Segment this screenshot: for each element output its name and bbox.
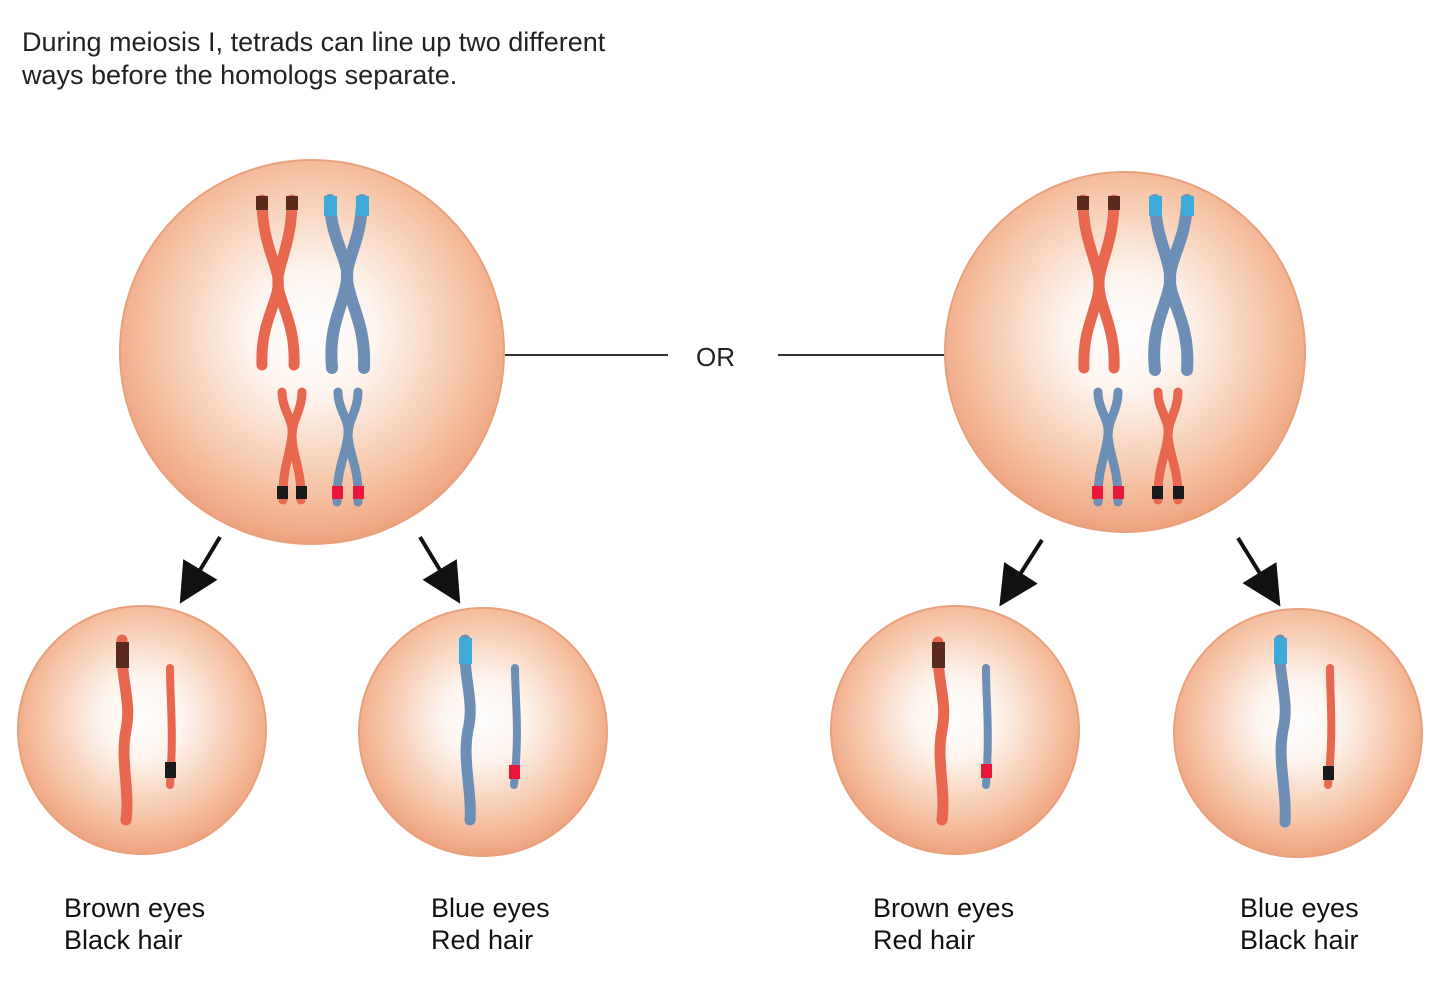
daughter-cell-4 [1173, 608, 1423, 858]
tetrad-small-maternal [277, 387, 307, 505]
diagram-caption: During meiosis I, tetrads can line up tw… [22, 26, 605, 92]
outcome-label-1: Brown eyes Black hair [64, 892, 205, 956]
tetrad-large-paternal [1148, 194, 1194, 376]
parent-cell-right [944, 171, 1306, 533]
arrow-1 [179, 535, 222, 604]
outcome-hair: Black hair [64, 925, 183, 955]
parent-cell-left [119, 159, 505, 545]
outcome-eyes: Blue eyes [431, 893, 550, 923]
outcome-hair: Black hair [1240, 925, 1359, 955]
tetrad-small-maternal [1152, 387, 1184, 505]
arrow-4 [1236, 536, 1281, 607]
arrow-2 [418, 535, 461, 604]
outcome-eyes: Brown eyes [873, 893, 1015, 923]
outcome-label-3: Brown eyes Red hair [873, 892, 1014, 956]
daughter-cell-3 [830, 605, 1080, 855]
outcome-hair: Red hair [431, 925, 534, 955]
tetrad-small-paternal [332, 387, 364, 507]
caption-line-1: During meiosis I, tetrads can line up tw… [22, 27, 606, 57]
outcome-label-4: Blue eyes Black hair [1240, 892, 1359, 956]
daughter-cell-2 [358, 607, 608, 857]
tetrad-small-paternal [1092, 387, 1124, 507]
outcome-eyes: Blue eyes [1240, 893, 1359, 923]
tetrad-large-maternal [1077, 194, 1120, 374]
outcome-label-2: Blue eyes Red hair [431, 892, 550, 956]
arrow-3 [999, 538, 1044, 607]
outcome-hair: Red hair [873, 925, 976, 955]
or-label: OR [696, 342, 735, 372]
caption-line-2: ways before the homologs separate. [22, 60, 458, 90]
tetrad-large-maternal [256, 194, 300, 371]
outcome-eyes: Brown eyes [64, 893, 206, 923]
daughter-cell-1 [17, 605, 267, 855]
tetrad-large-paternal [324, 194, 371, 374]
